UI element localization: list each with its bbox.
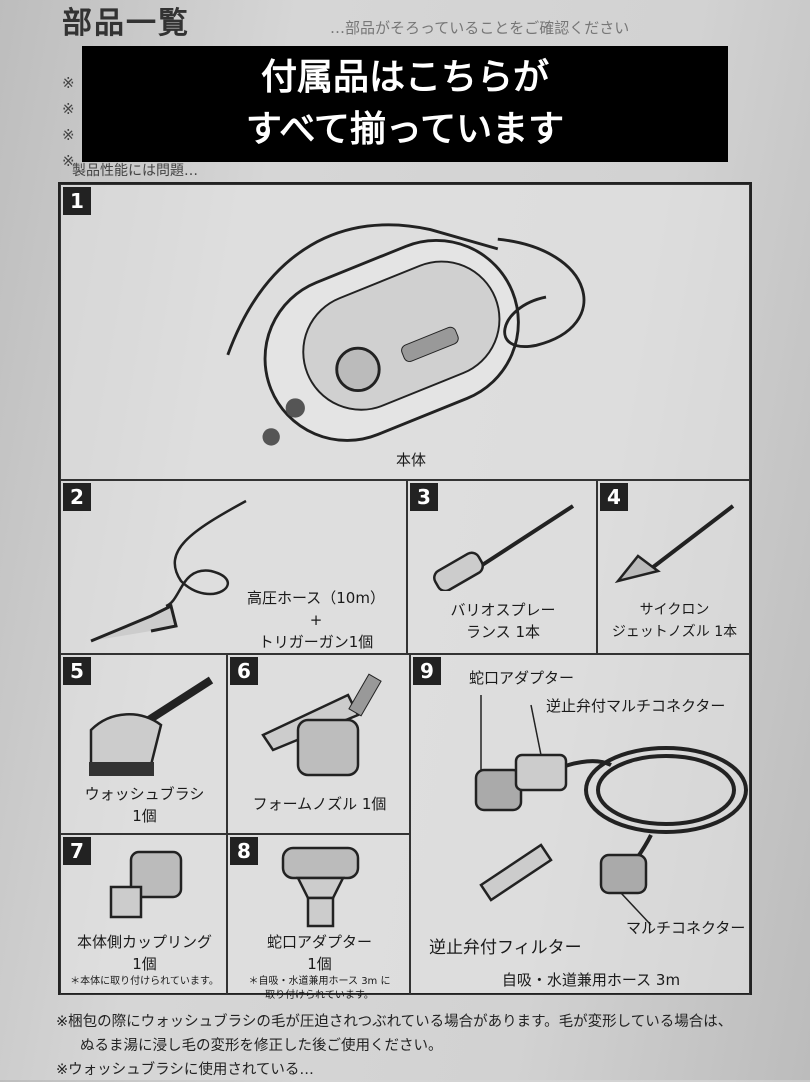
label-line: 本体側カップリング — [76, 933, 212, 951]
label-note: ＊本体に取り付けられています。 — [70, 976, 219, 987]
foam-nozzle-illustration — [261, 673, 382, 777]
label-line: + — [309, 611, 323, 629]
callout-check-valve-connector: 逆止弁付マルチコネクター — [546, 697, 726, 715]
callout-faucet-adapter: 蛇口アダプター — [469, 669, 575, 687]
part-number: 8 — [230, 837, 258, 865]
cyclone-jet-nozzle-illustration — [614, 504, 735, 584]
part-cell-3: 3 バリオスプレー ランス 1本 — [407, 480, 597, 654]
part-number: 9 — [413, 657, 441, 685]
mark: ※ — [62, 152, 75, 170]
callout-multi-connector: マルチコネクター — [626, 919, 746, 937]
label-line: バリオスプレー — [450, 601, 556, 619]
part-label: ウォッシュブラシ 1個 — [61, 783, 228, 827]
label-line: サイクロン — [639, 602, 710, 618]
label-note: 取り付けられています。 — [265, 990, 374, 1001]
banner-line: 付属品はこちらが — [260, 57, 549, 98]
footer-notes: ※梱包の際にウォッシュブラシの毛が圧迫されつぶれている場合があります。毛が変形し… — [56, 1010, 732, 1082]
label-line: 高圧ホース（10m） — [247, 589, 385, 607]
vario-spray-lance-illustration — [433, 504, 575, 591]
part-number: 5 — [63, 657, 91, 685]
mark: ※ — [62, 100, 75, 118]
wash-brush-illustration — [89, 676, 214, 776]
part-label: 自吸・水道兼用ホース 3m — [501, 971, 681, 989]
hose-trigger-gun-illustration — [90, 499, 247, 643]
part-label: サイクロン ジェットノズル 1本 — [598, 599, 751, 643]
part-label: 高圧ホース（10m） + トリガーガン1個 — [231, 587, 401, 653]
footer-line: ※梱包の際にウォッシュブラシの毛が圧迫されつぶれている場合があります。毛が変形し… — [56, 1014, 733, 1030]
label-line: 1個 — [132, 807, 157, 825]
part-number: 4 — [600, 483, 628, 511]
callout-check-valve-filter: 逆止弁付フィルター — [429, 938, 582, 958]
pressure-washer-body-illustration — [226, 223, 586, 446]
parts-table: 1 本体 2 高圧ホース（10m） + トリガーガン1個 3 — [58, 182, 752, 1001]
footer-line: ※ウォッシュブラシに使用されている… — [56, 1062, 314, 1078]
label-line: 1個 — [132, 955, 157, 973]
label-line: 1個 — [307, 955, 332, 973]
mark: ※ — [62, 126, 75, 144]
part-cell-9: 9 蛇口アダプター 逆止弁付マルチコネクター 逆止弁付フィルター マルチコネクタ… — [410, 654, 750, 995]
part-number: 7 — [63, 837, 91, 865]
part-cell-4: 4 サイクロン ジェットノズル 1本 — [597, 480, 750, 654]
footer-line: ぬるま湯に浸し毛の変形を修正した後ご使用ください。 — [80, 1038, 443, 1054]
mark: ※ — [62, 74, 75, 92]
suction-hose-illustration — [474, 695, 748, 926]
part-number: 2 — [63, 483, 91, 511]
label-line: ランス 1本 — [465, 623, 540, 641]
part-cell-2: 2 高圧ホース（10m） + トリガーガン1個 — [60, 480, 407, 654]
part-label: 本体側カップリング 1個 ＊本体に取り付けられています。 — [61, 931, 228, 989]
label-line: ジェットノズル 1本 — [611, 624, 738, 640]
part-cell-8: 8 蛇口アダプター 1個 ＊自吸・水道兼用ホース 3m に 取り付けられています… — [227, 834, 410, 1001]
label-line: トリガーガン1個 — [258, 633, 374, 651]
part-cell-5: 5 ウォッシュブラシ 1個 — [60, 654, 227, 834]
part-number: 1 — [63, 187, 91, 215]
part-label: 本体 — [395, 451, 426, 469]
banner-line: すべて揃っています — [245, 109, 565, 150]
part-label: バリオスプレー ランス 1本 — [408, 599, 598, 643]
part-cell-6: 6 フォームノズル 1個 — [227, 654, 410, 834]
page-heading: 部品一覧 — [62, 6, 190, 41]
label-line: 蛇口アダプター — [266, 933, 372, 951]
intro-text: …部品がそろっていることをご確認ください — [330, 19, 630, 37]
label-note: ＊自吸・水道兼用ホース 3m に — [248, 976, 391, 987]
body-coupling-illustration — [109, 850, 183, 919]
label-line: ウォッシュブラシ — [84, 785, 205, 803]
part-cell-7: 7 本体側カップリング 1個 ＊本体に取り付けられています。 — [60, 834, 227, 995]
sub-note: 製品性能には問題… — [72, 163, 198, 179]
faucet-adapter-illustration — [281, 846, 360, 928]
reference-marks: ※ ※ ※ ※ — [62, 70, 75, 174]
part-number: 3 — [410, 483, 438, 511]
overlay-banner: 付属品はこちらが すべて揃っています — [82, 46, 728, 162]
part-number: 6 — [230, 657, 258, 685]
part-label: フォームノズル 1個 — [252, 795, 387, 813]
part-label: 蛇口アダプター 1個 ＊自吸・水道兼用ホース 3m に 取り付けられています。 — [228, 931, 411, 1003]
part-cell-1: 1 本体 — [60, 184, 750, 480]
